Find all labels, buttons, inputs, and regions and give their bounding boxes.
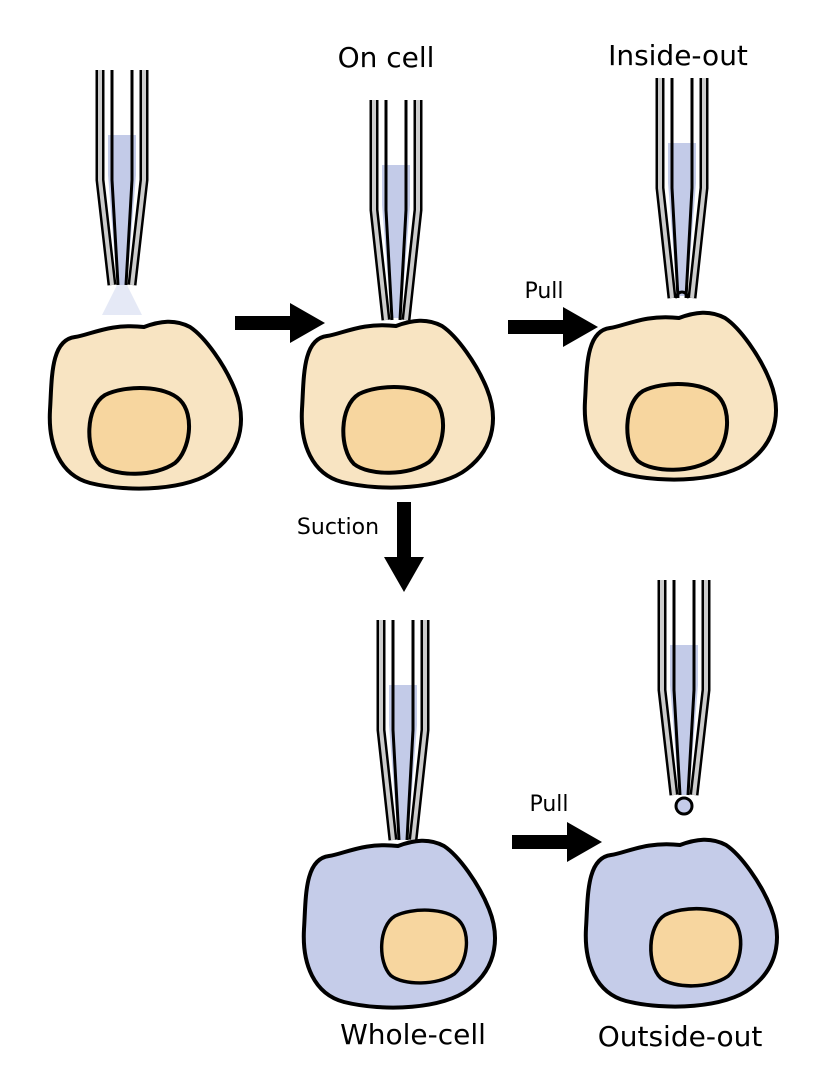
label-whole-cell: Whole-cell bbox=[340, 1018, 486, 1051]
cell-on-cell bbox=[299, 318, 495, 490]
label-pull-top: Pull bbox=[524, 279, 563, 304]
cell-initial bbox=[47, 319, 243, 491]
label-inside-out: Inside-out bbox=[608, 39, 748, 72]
cell-outside-out bbox=[583, 837, 779, 1009]
arrow-seal bbox=[235, 303, 325, 343]
cell-whole-cell bbox=[301, 838, 497, 1010]
label-on-cell: On cell bbox=[338, 41, 435, 74]
pipette-whole-cell bbox=[376, 620, 430, 841]
pipette-inside-out bbox=[655, 78, 709, 299]
arrow-pull-bottom bbox=[512, 822, 602, 862]
cell-inside-out bbox=[582, 310, 778, 482]
label-suction: Suction bbox=[297, 515, 379, 540]
arrow-suction bbox=[384, 502, 424, 592]
pipette-outside-out bbox=[657, 580, 711, 816]
pipette-approach bbox=[95, 70, 149, 315]
label-outside-out: Outside-out bbox=[598, 1020, 763, 1053]
label-pull-bottom: Pull bbox=[529, 792, 568, 817]
pipette-on-cell bbox=[369, 100, 423, 321]
arrow-pull-top bbox=[508, 307, 598, 347]
